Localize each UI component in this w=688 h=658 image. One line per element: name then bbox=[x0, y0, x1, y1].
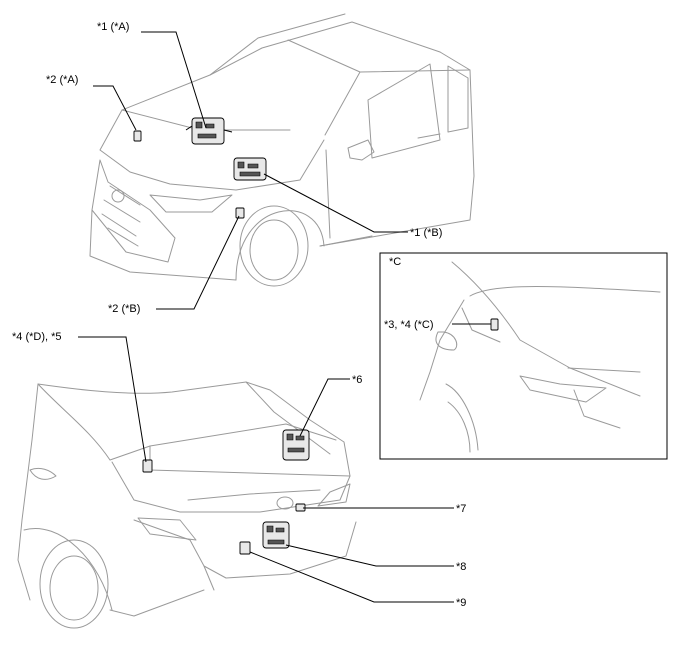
leader-8 bbox=[285, 544, 454, 567]
part-1A-icon bbox=[185, 117, 233, 145]
leader-1B bbox=[263, 173, 408, 233]
inset-c-panel: *C *3, *4 (*C) bbox=[379, 252, 668, 460]
part-8-icon bbox=[262, 521, 290, 549]
label-2A: *2 (*A) bbox=[46, 74, 78, 86]
label-2B: *2 (*B) bbox=[108, 303, 140, 315]
leader-1A bbox=[141, 31, 207, 129]
part-34C-icon bbox=[490, 318, 499, 331]
part-4D5-icon bbox=[142, 459, 153, 473]
part-2A-icon bbox=[133, 130, 142, 142]
label-1B: *1 (*B) bbox=[410, 227, 442, 239]
label-8: *8 bbox=[456, 561, 466, 573]
leader-6 bbox=[299, 378, 350, 437]
label-34C: *3, *4 (*C) bbox=[384, 319, 434, 331]
label-7: *7 bbox=[456, 503, 466, 515]
leader-2B bbox=[156, 215, 240, 310]
rear-car-illustration bbox=[17, 381, 357, 629]
leader-2A bbox=[93, 85, 137, 131]
label-6: *6 bbox=[352, 374, 362, 386]
front-car-illustration bbox=[89, 13, 475, 287]
part-6-icon bbox=[282, 429, 310, 461]
label-4D5: *4 (*D), *5 bbox=[12, 331, 62, 343]
leader-4D5 bbox=[78, 336, 147, 463]
label-9: *9 bbox=[456, 597, 466, 609]
part-2B-icon bbox=[235, 207, 245, 219]
inset-c-label: *C bbox=[389, 256, 401, 268]
part-1B-icon bbox=[233, 157, 267, 181]
leader-9 bbox=[249, 551, 454, 603]
part-9-icon bbox=[239, 541, 251, 555]
label-1A: *1 (*A) bbox=[97, 21, 129, 33]
